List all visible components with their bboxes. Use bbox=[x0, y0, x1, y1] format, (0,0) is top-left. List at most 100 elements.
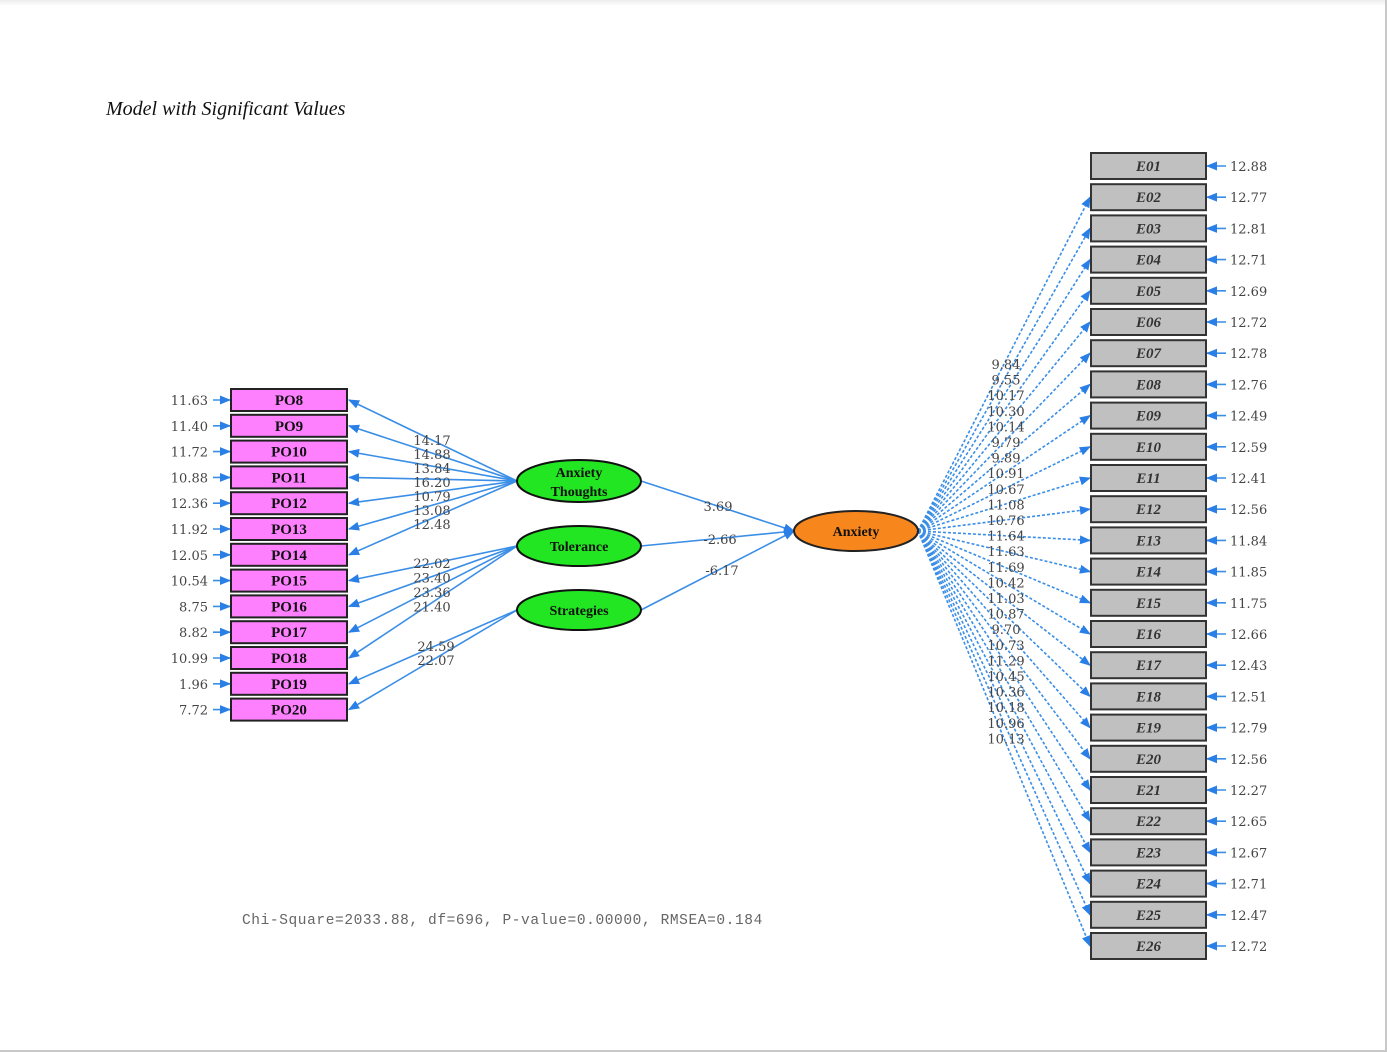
loading-value: 10.18 bbox=[987, 701, 1024, 716]
indicator-label: PO19 bbox=[271, 677, 307, 693]
error-variance-value: 12.47 bbox=[1230, 909, 1267, 924]
indicator-box-po18 bbox=[230, 646, 348, 670]
structural-coefficient: -6.17 bbox=[705, 564, 738, 579]
indicator-label: E03 bbox=[1135, 221, 1162, 237]
indicator-label: E20 bbox=[1135, 752, 1162, 768]
error-variance-value: 12.79 bbox=[1230, 722, 1267, 737]
loading-path-po18 bbox=[348, 545, 518, 659]
indicator-label: E02 bbox=[1135, 190, 1162, 206]
indicator-label: PO11 bbox=[271, 470, 306, 486]
loading-path-po15 bbox=[347, 545, 518, 583]
loading-path-e05 bbox=[917, 289, 1091, 532]
loading-path-po20 bbox=[348, 609, 518, 711]
loading-value: 10.91 bbox=[987, 467, 1024, 482]
loading-value: 10.67 bbox=[987, 483, 1024, 498]
indicator-box-e05 bbox=[1090, 276, 1207, 305]
loading-path-po11 bbox=[347, 473, 518, 483]
figure-caption: Model with Significant Values bbox=[106, 98, 346, 120]
loading-path-e04 bbox=[917, 258, 1091, 532]
indicator-box-e16 bbox=[1090, 620, 1207, 648]
loading-value: 9.89 bbox=[992, 452, 1021, 467]
indicator-box-po11 bbox=[230, 465, 348, 490]
indicator-label: E21 bbox=[1135, 783, 1161, 799]
indicator-box-po13 bbox=[230, 517, 348, 541]
loading-value: 10.45 bbox=[987, 670, 1024, 685]
latent-label: Anxiety bbox=[833, 525, 880, 540]
indicator-box-po17 bbox=[230, 620, 348, 645]
indicator-label: E24 bbox=[1135, 877, 1162, 893]
error-variance-value: 10.88 bbox=[171, 471, 208, 486]
loading-path-e06 bbox=[917, 321, 1091, 532]
error-variance-value: 11.63 bbox=[171, 394, 208, 409]
loading-value: 9.84 bbox=[992, 358, 1021, 373]
structural-path-at bbox=[640, 480, 796, 533]
loading-value: 10.87 bbox=[987, 608, 1024, 623]
loading-value: 11.03 bbox=[987, 592, 1024, 607]
indicator-box-e24 bbox=[1090, 869, 1207, 898]
indicator-box-e04 bbox=[1090, 245, 1207, 274]
indicator-label: E05 bbox=[1135, 284, 1162, 300]
error-variance-value: 12.77 bbox=[1230, 191, 1267, 206]
latent-tol bbox=[516, 525, 642, 567]
indicator-label: E01 bbox=[1135, 159, 1161, 175]
indicator-label: E04 bbox=[1135, 253, 1162, 269]
fit-statistics: Chi-Square=2033.88, df=696, P-value=0.00… bbox=[242, 913, 763, 929]
error-variance-value: 12.51 bbox=[1230, 690, 1267, 705]
indicator-box-e03 bbox=[1090, 214, 1207, 243]
loading-value: 14.17 bbox=[413, 434, 450, 449]
loading-path-e14 bbox=[917, 530, 1092, 574]
indicator-box-po19 bbox=[230, 671, 348, 696]
loading-path-po16 bbox=[347, 545, 518, 608]
error-variance-value: 12.76 bbox=[1230, 378, 1267, 393]
indicator-label: E16 bbox=[1135, 627, 1162, 643]
indicator-label: E08 bbox=[1135, 377, 1162, 393]
error-variance-value: 1.96 bbox=[179, 678, 208, 693]
loading-value: 10.17 bbox=[987, 389, 1024, 404]
latent-at bbox=[516, 459, 642, 503]
indicator-label: PO18 bbox=[271, 651, 307, 667]
loading-path-e17 bbox=[917, 530, 1091, 666]
loading-path-po19 bbox=[347, 609, 518, 685]
loading-value: 14.88 bbox=[413, 448, 450, 463]
loading-value: 11.63 bbox=[987, 545, 1024, 560]
loading-value: 10.42 bbox=[987, 576, 1024, 591]
indicator-box-e10 bbox=[1090, 432, 1207, 461]
error-variance-value: 12.71 bbox=[1230, 878, 1267, 893]
loading-value: 23.40 bbox=[413, 572, 450, 587]
indicator-label: E14 bbox=[1135, 565, 1162, 581]
loading-path-po10 bbox=[347, 448, 518, 482]
error-variance-value: 12.66 bbox=[1230, 628, 1267, 643]
error-variance-value: 12.41 bbox=[1230, 472, 1267, 487]
latent-label: Anxiety bbox=[556, 466, 603, 481]
loading-value: 10.96 bbox=[987, 717, 1024, 732]
error-variance-value: 12.05 bbox=[171, 549, 208, 564]
loading-value: 10.79 bbox=[413, 490, 450, 505]
indicator-box-e12 bbox=[1090, 495, 1207, 524]
indicator-label: PO13 bbox=[271, 522, 307, 538]
loading-path-po17 bbox=[348, 545, 518, 633]
error-variance-value: 11.85 bbox=[1230, 566, 1267, 581]
indicator-box-e07 bbox=[1090, 339, 1207, 368]
indicator-box-e20 bbox=[1090, 744, 1207, 773]
latent-label: Strategies bbox=[549, 604, 609, 619]
loading-path-e15 bbox=[917, 530, 1092, 604]
loading-path-e09 bbox=[917, 414, 1091, 532]
indicator-label: E22 bbox=[1135, 814, 1162, 830]
indicator-label: PO14 bbox=[271, 548, 307, 564]
loading-path-e08 bbox=[917, 383, 1091, 532]
indicator-label: E06 bbox=[1135, 315, 1162, 331]
loading-value: 22.07 bbox=[417, 654, 454, 669]
loading-path-e25 bbox=[917, 530, 1091, 916]
loading-path-e03 bbox=[917, 227, 1091, 532]
loading-path-e10 bbox=[917, 446, 1092, 532]
loading-value: 10.76 bbox=[987, 514, 1024, 529]
loading-value: 11.29 bbox=[987, 654, 1024, 669]
loading-value: 11.69 bbox=[987, 561, 1024, 576]
latent-label: Tolerance bbox=[550, 540, 609, 555]
loading-path-e24 bbox=[917, 530, 1091, 885]
indicator-label: E25 bbox=[1135, 908, 1162, 924]
loading-path-po12 bbox=[347, 480, 518, 507]
error-variance-value: 11.84 bbox=[1230, 534, 1267, 549]
error-variance-value: 11.92 bbox=[171, 523, 208, 538]
